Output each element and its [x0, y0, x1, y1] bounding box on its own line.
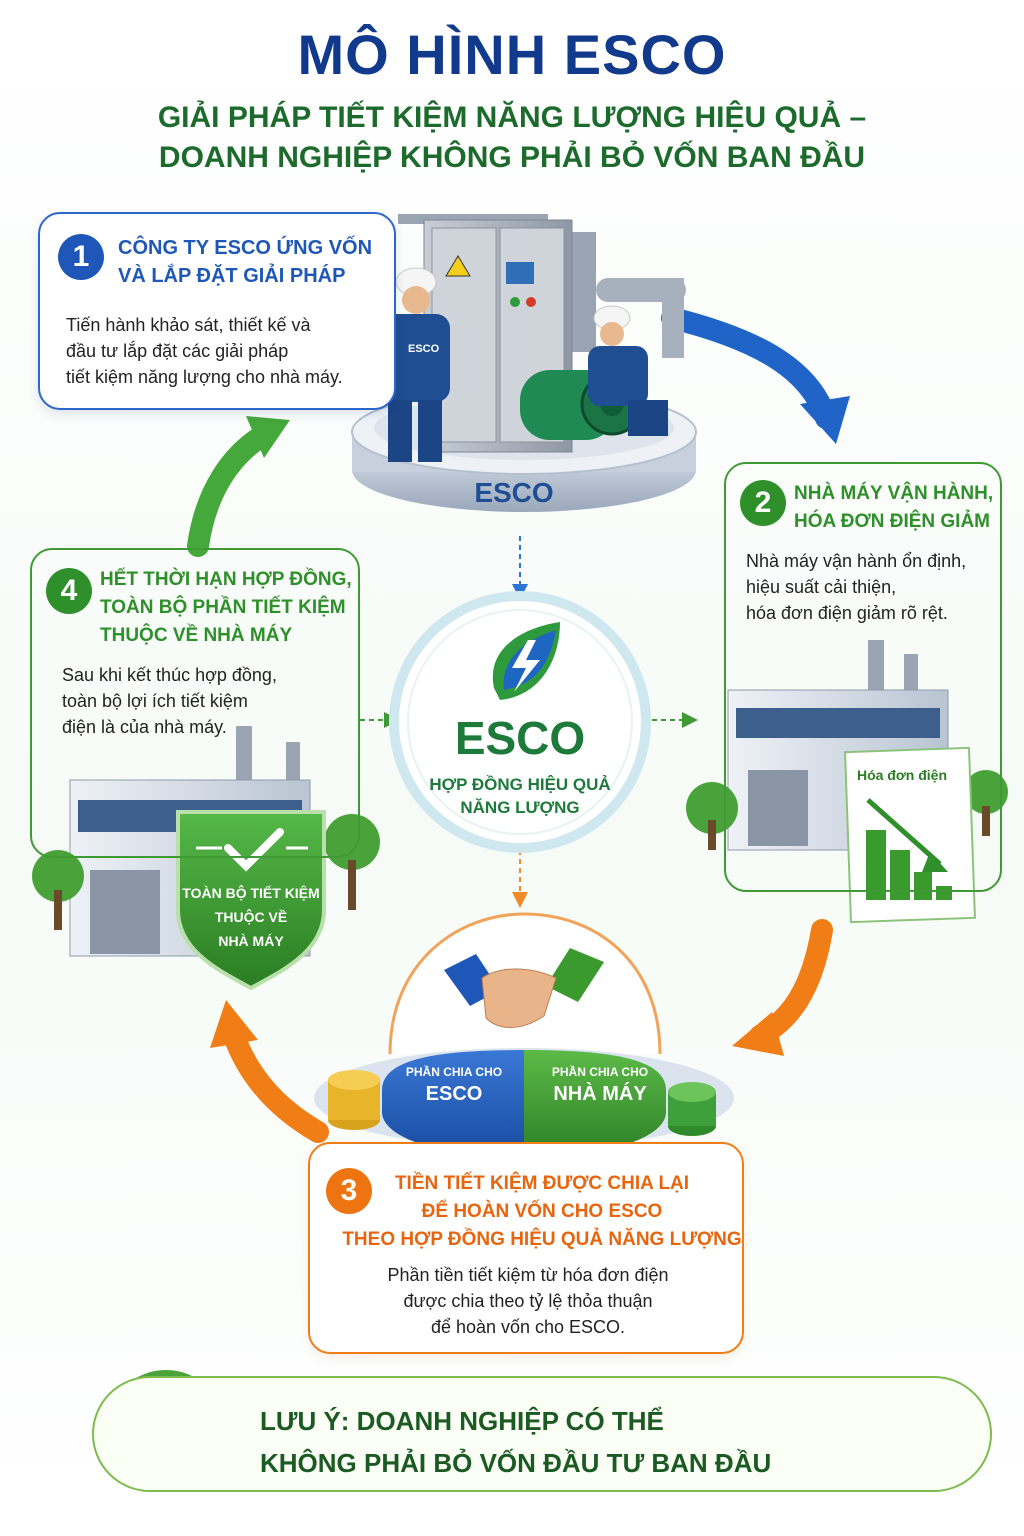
worker-vest-label: ESCO — [408, 343, 440, 355]
step-4-text-line-3: điện là của nhà máy. — [62, 717, 227, 737]
flow-arrow-green — [187, 416, 290, 557]
step-2-title-line-2: HÓA ĐƠN ĐIỆN GIẢM — [794, 511, 991, 532]
step-1-text-line-2: đầu tư lắp đặt các giải pháp — [66, 341, 289, 361]
center-caption-line-2: NĂNG LƯỢNG — [460, 798, 579, 817]
note-banner — [92, 1376, 992, 1492]
subtitle-line-1: GIẢI PHÁP TIẾT KIỆM NĂNG LƯỢNG HIỆU QUẢ … — [157, 101, 867, 134]
center-esco-circle: ESCO HỢP ĐỒNG HIỆU QUẢ NĂNG LƯỢNG — [389, 591, 651, 853]
step-4-text-line-1: Sau khi kết thúc hợp đồng, — [62, 665, 277, 685]
coin-stack-icon — [668, 1082, 716, 1136]
step-1-description: Tiến hành khảo sát, thiết kế và đầu tư l… — [66, 312, 343, 390]
step-number-3: 3 — [326, 1168, 372, 1214]
step-1-title-line-2: VÀ LẮP ĐẶT GIẢI PHÁP — [118, 265, 346, 287]
note-line-2: KHÔNG PHẢI BỎ VỐN ĐẦU TƯ BAN ĐẦU — [260, 1448, 772, 1478]
step-1-text-line-1: Tiến hành khảo sát, thiết kế và — [66, 315, 311, 335]
esco-platform: ESCO ESCO — [351, 214, 697, 512]
shield-line-1: TOÀN BỘ TIẾT KIỆM — [182, 884, 319, 901]
step-card-1: 1 CÔNG TY ESCO ỨNG VỐN VÀ LẮP ĐẶT GIẢI P… — [38, 212, 396, 410]
subtitle-line-2: DOANH NGHIỆP KHÔNG PHẢI BỎ VỐN BAN ĐẦU — [158, 141, 866, 174]
step-3-text-line-1: Phần tiền tiết kiệm từ hóa đơn điện — [387, 1265, 669, 1285]
center-esco-label: ESCO — [455, 712, 585, 764]
step-3-title-line-3: THEO HỢP ĐỒNG HIỆU QUẢ NĂNG LƯỢNG — [342, 1229, 742, 1250]
center-caption-line-1: HỢP ĐỒNG HIỆU QUẢ — [429, 775, 610, 794]
bill-label: Hóa đơn điện — [857, 767, 947, 783]
note-text: LƯU Ý: DOANH NGHIỆP CÓ THỂ KHÔNG PHẢI BỎ… — [260, 1400, 771, 1484]
step-2-text-line-1: Nhà máy vận hành ổn định, — [746, 551, 967, 571]
step-3-description: Phần tiền tiết kiệm từ hóa đơn điện được… — [310, 1262, 746, 1340]
step-number-2: 2 — [740, 480, 786, 526]
electric-bill: Hóa đơn điện — [844, 746, 976, 924]
step-2-title-line-1: NHÀ MÁY VẬN HÀNH, — [794, 483, 994, 504]
step-4-text-line-2: toàn bộ lợi ích tiết kiệm — [62, 691, 248, 711]
step-3-title-line-2: ĐỂ HOÀN VỐN CHO ESCO — [421, 1201, 663, 1222]
lightning-leaf-icon — [492, 622, 560, 700]
step-3-title-line-1: TIỀN TIẾT KIỆM ĐƯỢC CHIA LẠI — [394, 1173, 690, 1194]
profit-split-group: PHẦN CHIA CHO ESCO PHẦN CHIA CHO NHÀ MÁY — [314, 912, 734, 1158]
step-2-text-line-3: hóa đơn điện giảm rõ rệt. — [746, 603, 948, 623]
step-2-text-line-2: hiệu suất cải thiện, — [746, 577, 897, 597]
flow-arrow-blue — [661, 307, 850, 444]
step-1-text-line-3: tiết kiệm năng lượng cho nhà máy. — [66, 367, 343, 387]
step-number-4: 4 — [46, 568, 92, 614]
page-title: MÔ HÌNH ESCO — [297, 23, 727, 86]
split-factory-big: NHÀ MÁY — [553, 1082, 647, 1105]
split-factory-small: PHẦN CHIA CHO — [552, 1064, 648, 1079]
step-4-title: HẾT THỜI HẠN HỢP ĐỒNG, TOÀN BỘ PHẦN TIẾT… — [100, 566, 352, 650]
flow-arrow-orange-left — [210, 1000, 329, 1143]
step-4-title-line-1: HẾT THỜI HẠN HỢP ĐỒNG, — [100, 569, 352, 590]
step-card-4: 4 HẾT THỜI HẠN HỢP ĐỒNG, TOÀN BỘ PHẦN TI… — [30, 548, 360, 858]
step-number-1: 1 — [58, 234, 104, 280]
step-1-title-line-1: CÔNG TY ESCO ỨNG VỐN — [118, 237, 373, 259]
split-esco-big: ESCO — [426, 1083, 483, 1105]
step-1-title: CÔNG TY ESCO ỨNG VỐN VÀ LẮP ĐẶT GIẢI PHÁ… — [118, 234, 372, 290]
step-3-text-line-3: để hoàn vốn cho ESCO. — [430, 1317, 626, 1337]
split-esco-small: PHẦN CHIA CHO — [406, 1064, 502, 1079]
esco-platform-label: ESCO — [474, 477, 553, 508]
step-card-3: 3 TIỀN TIẾT KIỆM ĐƯỢC CHIA LẠI ĐỂ HOÀN V… — [308, 1142, 744, 1354]
page-subtitle: GIẢI PHÁP TIẾT KIỆM NĂNG LƯỢNG HIỆU QUẢ … — [0, 98, 1024, 178]
handshake-icon — [444, 948, 604, 1028]
note-line-1: LƯU Ý: DOANH NGHIỆP CÓ THỂ — [260, 1406, 664, 1436]
check-icon — [224, 828, 284, 872]
step-3-title: TIỀN TIẾT KIỆM ĐƯỢC CHIA LẠI ĐỂ HOÀN VỐN… — [340, 1170, 744, 1254]
coin-stack-icon — [328, 1070, 380, 1130]
flow-arrow-orange-right — [732, 919, 833, 1056]
tree-icon — [32, 850, 84, 930]
tree-icon — [964, 770, 1008, 836]
shield-line-3: NHÀ MÁY — [218, 933, 284, 949]
step-4-title-line-3: THUỘC VỀ NHÀ MÁY — [100, 625, 293, 646]
step-card-2: 2 NHÀ MÁY VẬN HÀNH, HÓA ĐƠN ĐIỆN GIẢM Nh… — [724, 462, 1002, 892]
step-3-text-line-2: được chia theo tỷ lệ thỏa thuận — [403, 1291, 653, 1311]
shield-line-2: THUỘC VỀ — [215, 908, 287, 925]
step-4-title-line-2: TOÀN BỘ PHẦN TIẾT KIỆM — [100, 597, 346, 618]
step-2-title: NHÀ MÁY VẬN HÀNH, HÓA ĐƠN ĐIỆN GIẢM — [794, 480, 993, 536]
step-4-description: Sau khi kết thúc hợp đồng, toàn bộ lợi í… — [62, 662, 277, 740]
bar-chart-icon — [866, 798, 952, 900]
step-2-description: Nhà máy vận hành ổn định, hiệu suất cải … — [746, 548, 966, 626]
